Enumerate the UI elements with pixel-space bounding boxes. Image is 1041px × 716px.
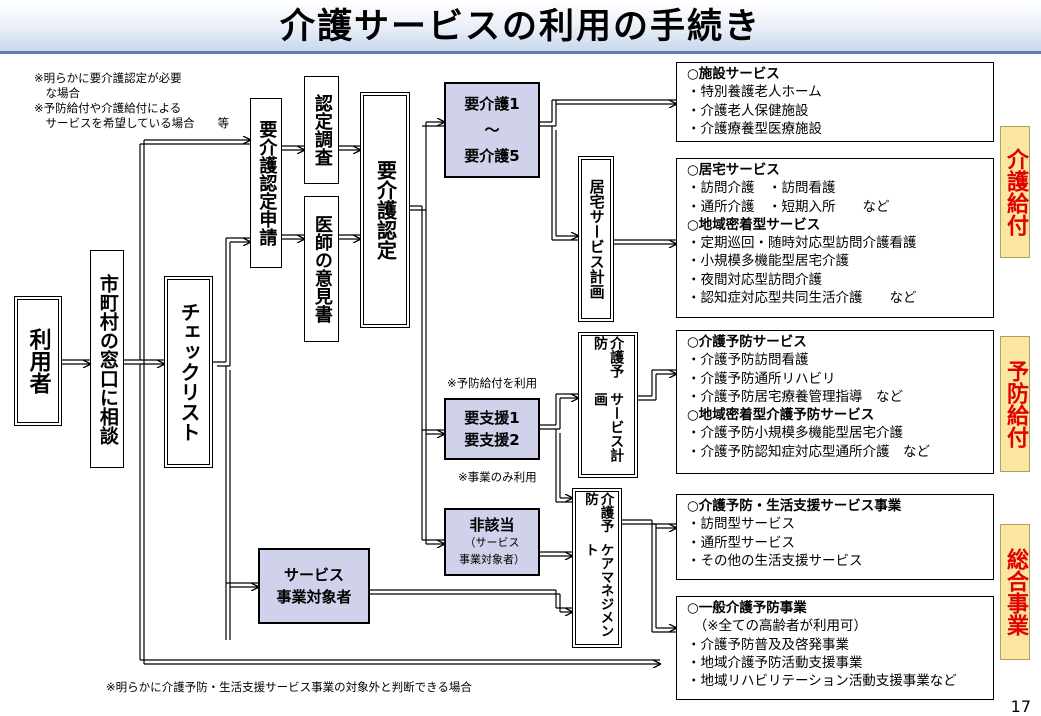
prevention-item: ・介護予防居宅療養管理指導 など [687, 388, 903, 405]
higaito-box: 非該当 （サービス 事業対象者） [444, 508, 540, 576]
jigyo-target-l2: 事業対象者 [276, 588, 352, 606]
higaito-label: 非該当 [469, 515, 515, 534]
certification-box: 要介護認定 [360, 92, 410, 328]
community-prevention-item: ・介護予防認知症対応型通所介護 など [687, 443, 930, 460]
note-yobo-use: ※予防給付を利用 [447, 376, 538, 390]
kaigo-level-1: 要介護1 [464, 95, 520, 113]
note-bottom: ※明らかに介護予防・生活支援サービス事業の対象外と判断できる場合 [106, 680, 472, 694]
higaito-sub2: 事業対象者） [459, 552, 525, 566]
title-bar: 介護サービスの利用の手続き [0, 0, 1041, 54]
community-heading: ○地域密着型サービス [687, 216, 821, 233]
doctor-box: 医師の意見書 [304, 196, 339, 342]
community-item: ・定期巡回・随時対応型訪問介護看護 [687, 235, 917, 252]
yobo-plan-box: 介護予防 サービス計画 [578, 332, 638, 478]
note-top-left: ※明らかに要介護認定が必要 な場合 ※予防給付や介護給付による サービスを希望し… [34, 71, 230, 130]
shien-level-2: 要支援2 [464, 431, 520, 449]
general-note: （※全ての高齢者が利用可） [687, 618, 868, 635]
survey-box: 認定調査 [304, 76, 339, 184]
yobo-kyufu-tag: 予防給付 [1000, 336, 1030, 472]
caremgmt-c1: 介護予防 [582, 492, 614, 533]
yobo-plan-c1: 介護予防 [592, 336, 625, 378]
community-prevention-item: ・介護予防小規模多機能型居宅介護 [687, 425, 903, 442]
community-prevention-heading: ○地域密着型介護予防サービス [687, 407, 875, 424]
kaigo-level-box: 要介護1 ～ 要介護5 [444, 82, 540, 178]
facility-item: ・特別養護老人ホーム [687, 84, 822, 101]
life-support-item: ・その他の生活支援サービス [687, 552, 863, 569]
higaito-sub1: （サービス [464, 535, 520, 549]
general-item: ・地域リハビリテーション活動支援事業など [687, 673, 957, 690]
arrow-user-counter [62, 360, 90, 364]
caremgmt-c2: ケアマネジメント [582, 543, 614, 638]
home-services-box: ○居宅サービス ・訪問介護 ・訪問看護 ・通所介護 ・短期入所 など ○地域密着… [676, 158, 994, 318]
shien-level-box: 要支援1 要支援2 [444, 398, 540, 460]
prevention-heading: ○介護予防サービス [687, 334, 807, 350]
caremgmt-box: 介護予防 ケアマネジメント [572, 488, 622, 648]
application-box: 要介護認定申請 [250, 98, 282, 268]
prevention-item: ・介護予防訪問看護 [687, 352, 809, 369]
community-item: ・夜間対応型訪問介護 [687, 271, 822, 288]
kyotaku-plan-box: 居宅サービス計画 [578, 156, 614, 322]
counter-box: 市町村の窓口に相談 [90, 250, 124, 468]
jigyo-target-box: サービス 事業対象者 [258, 548, 370, 624]
checklist-box: チェックリスト [164, 276, 213, 468]
home-item: ・通所介護 ・短期入所 など [687, 198, 890, 215]
home-item: ・訪問介護 ・訪問看護 [687, 180, 836, 197]
life-support-item: ・通所型サービス [687, 534, 795, 551]
kaigo-level-5: 要介護5 [464, 147, 520, 165]
general-item: ・地域介護予防活動支援事業 [687, 654, 863, 671]
note-jigyo-only: ※事業のみ利用 [458, 470, 537, 484]
prevention-item: ・介護予防通所リハビリ [687, 370, 836, 387]
kaigo-kyufu-tag: 介護給付 [1000, 126, 1030, 258]
prevention-services-box: ○介護予防サービス ・介護予防訪問看護 ・介護予防通所リハビリ ・介護予防居宅療… [676, 330, 994, 474]
facility-heading: ○施設サービス [687, 66, 780, 82]
life-support-item: ・訪問型サービス [687, 516, 795, 533]
life-support-heading: ○介護予防・生活支援サービス事業 [687, 498, 902, 514]
facility-services-box: ○施設サービス ・特別養護老人ホーム ・介護老人保健施設 ・介護療養型医療施設 [676, 62, 994, 142]
facility-item: ・介護療養型医療施設 [687, 120, 822, 137]
community-item: ・認知症対応型共同生活介護 など [687, 290, 917, 307]
general-item: ・介護予防普及及啓発事業 [687, 636, 849, 653]
home-heading: ○居宅サービス [687, 162, 780, 178]
general-prevention-box: ○一般介護予防事業 （※全ての高齢者が利用可） ・介護予防普及及啓発事業 ・地域… [676, 596, 994, 700]
jigyo-target-l1: サービス [283, 566, 344, 584]
life-support-box: ○介護予防・生活支援サービス事業 ・訪問型サービス ・通所型サービス ・その他の… [676, 494, 994, 580]
user-box: 利用者 [14, 296, 62, 426]
yobo-plan-c2: サービス計画 [592, 392, 625, 463]
general-heading: ○一般介護予防事業 [687, 600, 807, 616]
sogo-jigyo-tag: 総合事業 [1000, 524, 1030, 660]
facility-item: ・介護老人保健施設 [687, 102, 809, 119]
shien-level-1: 要支援1 [464, 409, 520, 427]
community-item: ・小規模多機能型居宅介護 [687, 253, 849, 270]
page-number: 17 [1010, 697, 1031, 716]
page-title: 介護サービスの利用の手続き [279, 7, 761, 47]
kaigo-level-range: ～ [484, 121, 500, 139]
